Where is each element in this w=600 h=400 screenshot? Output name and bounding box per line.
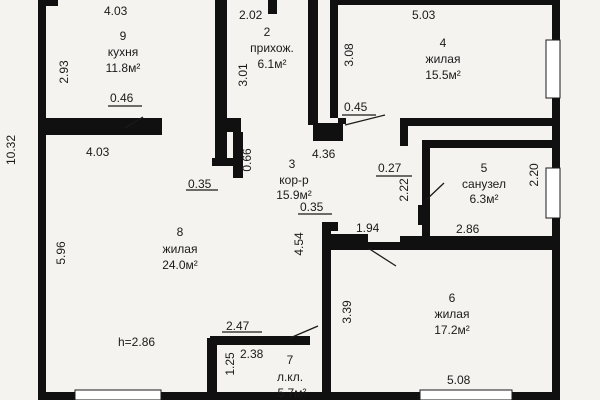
room-area: 5.7м²	[278, 386, 307, 400]
room-area: 15.5м²	[425, 68, 461, 82]
dim-label: 4.54	[292, 232, 306, 256]
dim-label: 2.20	[527, 163, 541, 187]
room-name: санузел	[462, 177, 506, 191]
room-area: 17.2м²	[434, 323, 470, 337]
room-3-corridor: 3 кор-р 15.9м²	[276, 157, 312, 202]
door-swing	[425, 182, 445, 201]
dim-label: 5.08	[447, 373, 471, 387]
room-number: 6	[449, 291, 456, 305]
room-number: 2	[264, 25, 271, 39]
dim-label: 4.03	[104, 4, 128, 18]
door-swing	[289, 325, 319, 339]
room-name: жилая	[163, 242, 198, 256]
room-area: 6.1м²	[258, 57, 287, 71]
dim-label: 2.93	[57, 60, 71, 84]
door-swing	[344, 114, 386, 126]
room-number: 5	[481, 161, 488, 175]
dim-label: 3.39	[340, 300, 354, 324]
dim-label: 2.38	[240, 347, 264, 361]
dim-label: 2.86	[456, 222, 480, 236]
dim-label: 2.02	[239, 8, 263, 22]
dim-label: 3.01	[236, 63, 250, 87]
room-7-stairwell: 7 л.кл. 5.7м²	[277, 353, 307, 400]
room-area: 24.0м²	[162, 258, 198, 272]
dimension-labels: 4.03 2.93 0.46 4.03 5.96 2.02 3.01 0.66 …	[54, 4, 541, 387]
room-name: кухня	[108, 45, 139, 59]
dimension-lines	[108, 105, 412, 333]
dim-label: 0.45	[344, 100, 368, 114]
dim-label: 0.66	[240, 148, 254, 172]
room-name: жилая	[435, 307, 470, 321]
room-number: 9	[120, 29, 127, 43]
door-swing	[124, 116, 144, 129]
room-area: 15.9м²	[276, 188, 312, 202]
room-number: 3	[289, 157, 296, 171]
dim-label: 0.27	[378, 161, 402, 175]
dim-label: 4.36	[312, 147, 336, 161]
room-name: кор-р	[279, 173, 309, 187]
dim-label: 0.35	[188, 177, 212, 191]
ceiling-height: h=2.86	[118, 335, 155, 349]
dim-label: 5.03	[412, 8, 436, 22]
room-4-living: 4 жилая 15.5м²	[425, 36, 461, 82]
room-name: прихож.	[250, 41, 294, 55]
dim-label: 1.94	[356, 221, 380, 235]
room-6-living: 6 жилая 17.2м²	[434, 291, 470, 337]
room-area: 6.3м²	[470, 192, 499, 206]
window	[74, 389, 162, 400]
door-swing	[367, 247, 397, 267]
room-name: л.кл.	[277, 370, 303, 384]
room-area: 11.8м²	[106, 61, 141, 75]
walls	[38, 0, 560, 400]
window	[419, 389, 513, 400]
dim-label: 2.22	[397, 178, 411, 202]
room-5-bathroom: 5 санузел 6.3м²	[462, 161, 506, 206]
dim-label: 0.35	[300, 200, 324, 214]
dim-label: 1.25	[223, 352, 237, 376]
room-number: 8	[177, 225, 184, 239]
room-2-hallway: 2 прихож. 6.1м²	[250, 25, 294, 71]
window	[545, 167, 561, 219]
dim-label: 5.96	[54, 241, 68, 265]
dim-label: 2.47	[226, 319, 250, 333]
windows	[74, 39, 561, 400]
room-8-living: 8 жилая 24.0м²	[162, 225, 198, 272]
doors	[124, 114, 445, 339]
room-9-kitchen: 9 кухня 11.8м²	[106, 29, 141, 75]
window	[545, 39, 561, 99]
room-number: 7	[287, 353, 294, 367]
dim-label: 3.08	[342, 43, 356, 67]
room-name: жилая	[426, 52, 461, 66]
dim-label: 0.46	[110, 91, 134, 105]
room-number: 4	[440, 36, 447, 50]
dim-label: 4.03	[86, 145, 110, 159]
total-height: 10.32	[4, 135, 18, 165]
